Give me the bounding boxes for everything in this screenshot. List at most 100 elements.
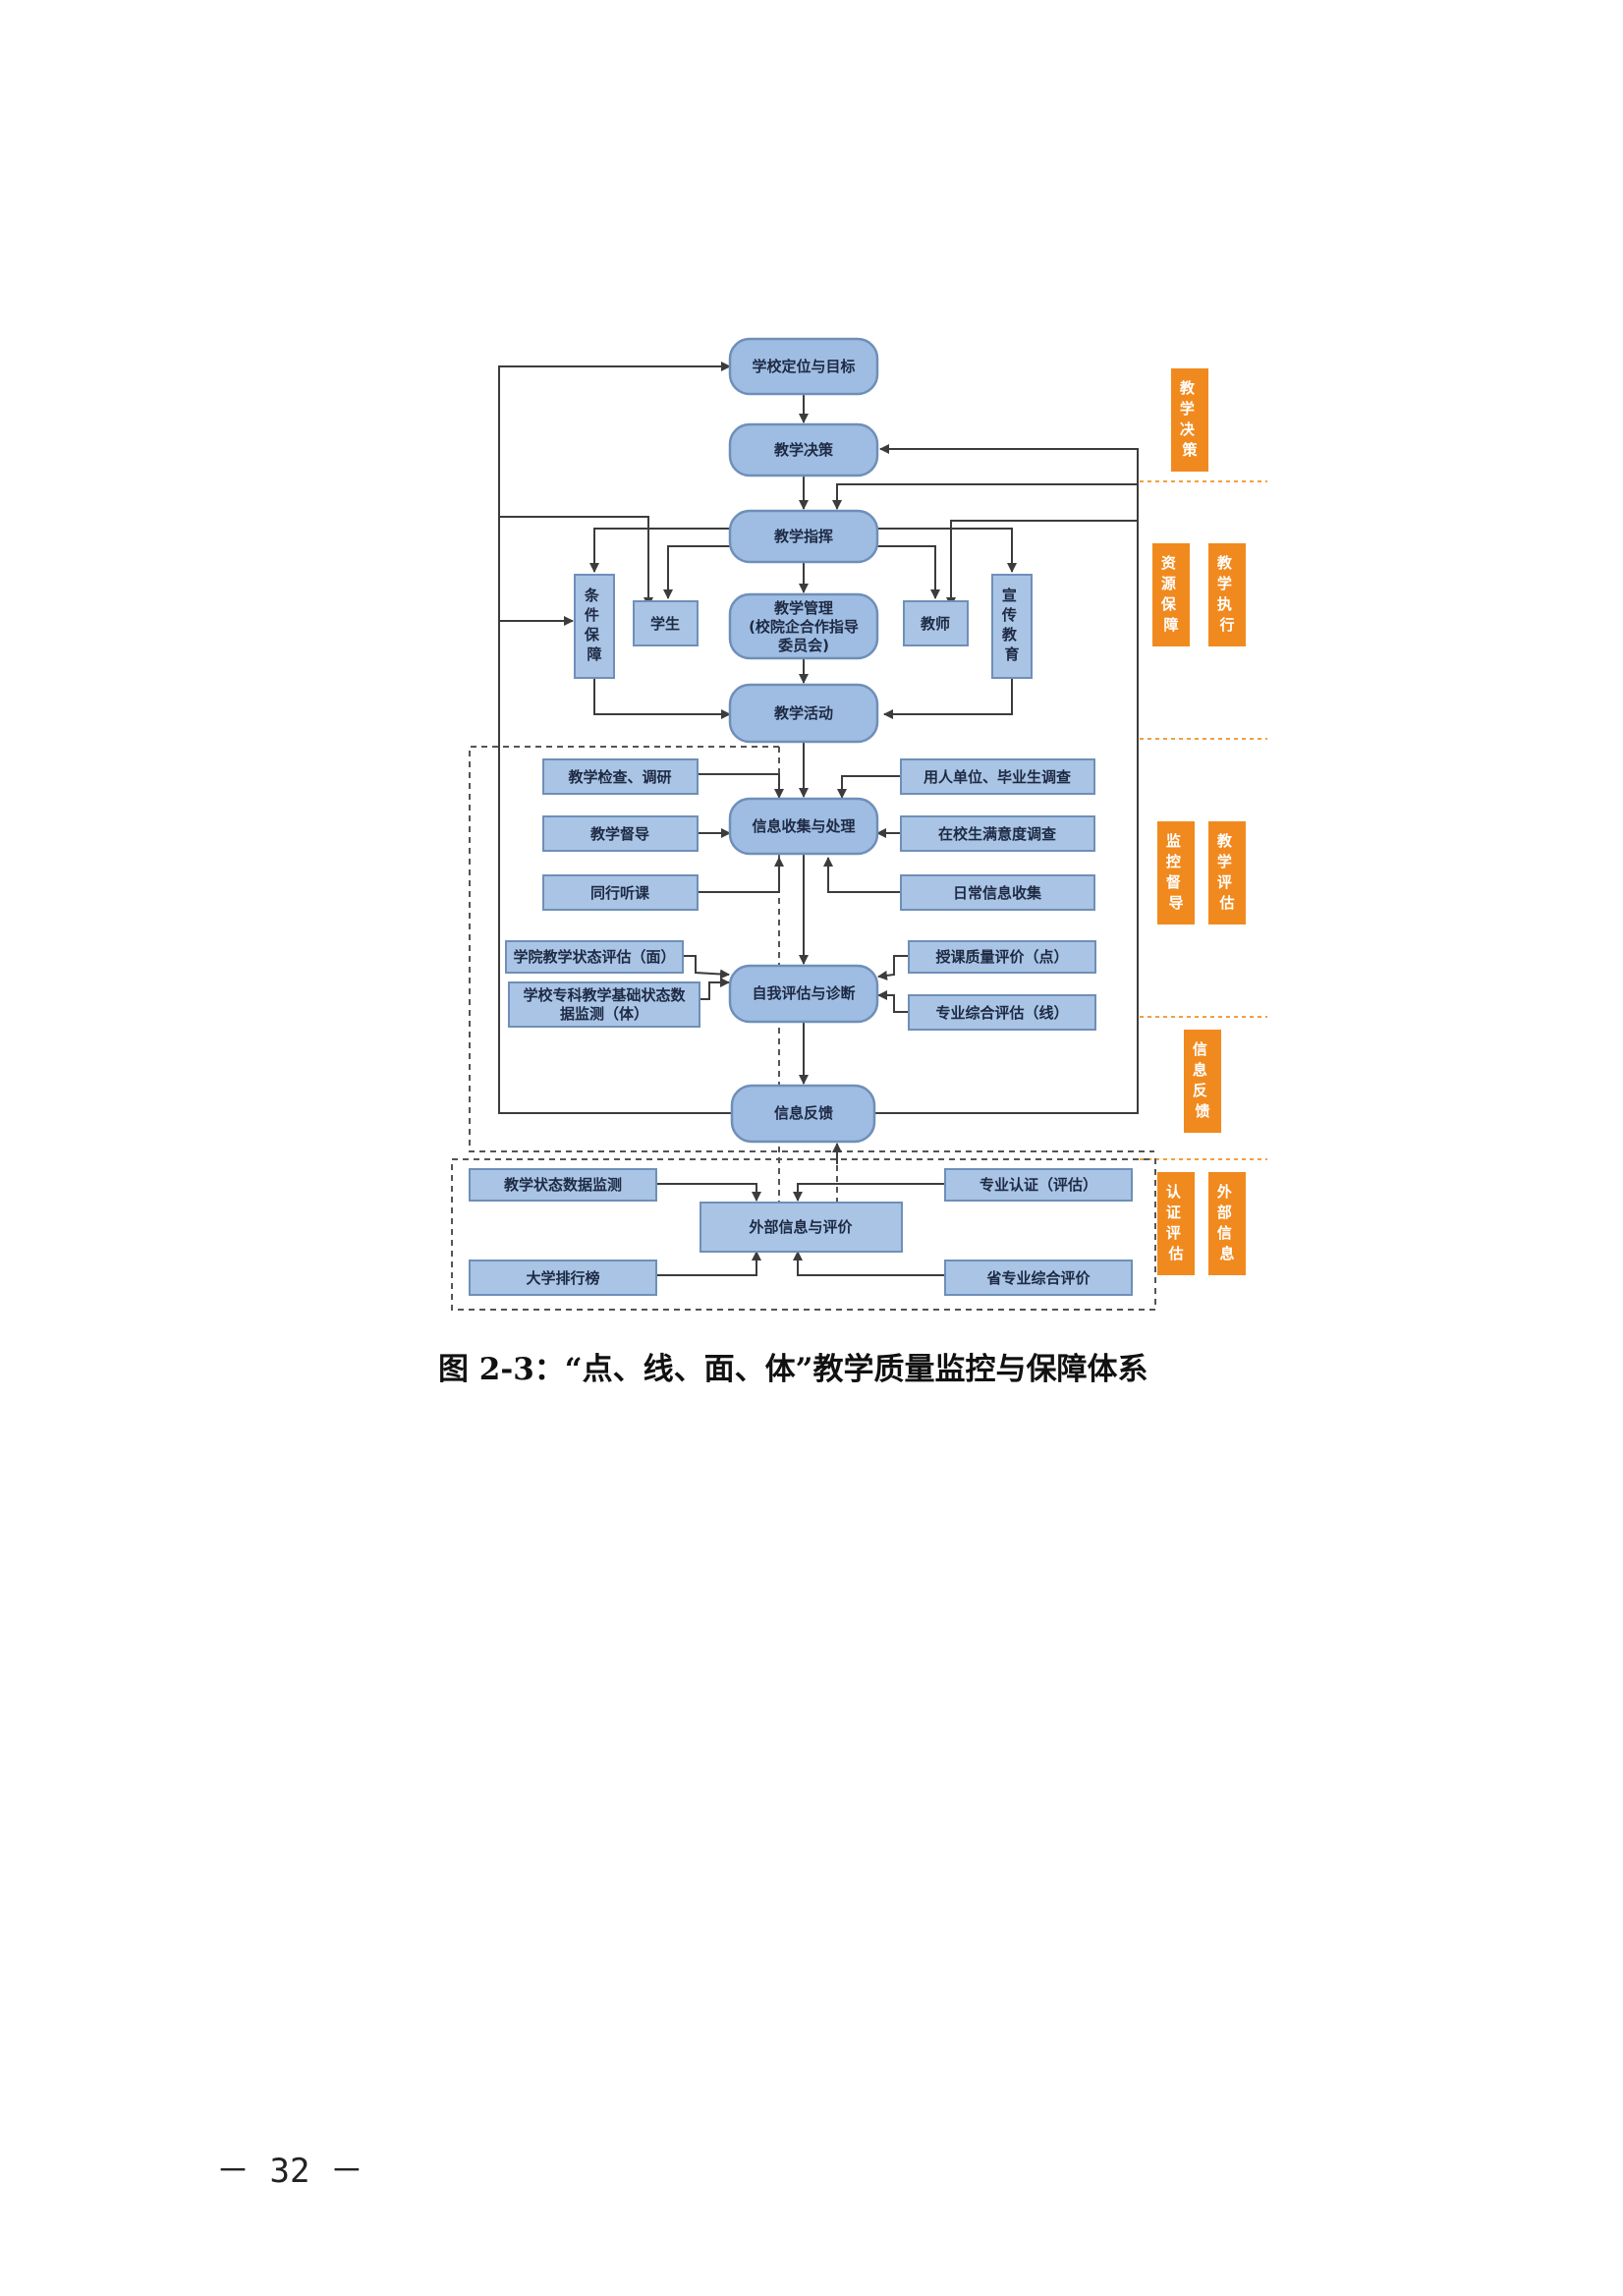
label-char: 件 xyxy=(585,606,599,624)
tag-label: 信 息 反 馈 xyxy=(1193,1040,1212,1120)
tag-teaching-evaluation: 教 学 评 估 xyxy=(1208,821,1246,924)
tag-char: 评 xyxy=(1166,1224,1181,1242)
node-label: 用人单位、毕业生调查 xyxy=(923,768,1072,786)
node-label-line-1: 学校专科教学基础状态数 xyxy=(523,986,686,1004)
node-peer-observation: 同行听课 xyxy=(542,874,699,911)
node-teaching-supervision: 教学督导 xyxy=(542,815,699,852)
node-label: 教师 xyxy=(920,615,950,633)
node-school-data-monitoring: 学校专科教学基础状态数 据监测（体） xyxy=(508,981,700,1028)
tag-char: 资 xyxy=(1161,554,1176,572)
tag-monitoring-supervision: 监 控 督 导 xyxy=(1157,821,1195,924)
node-label: 学生 xyxy=(650,615,680,633)
node-student-satisfaction: 在校生满意度调查 xyxy=(900,815,1095,852)
tag-label: 教 学 决 策 xyxy=(1179,379,1200,459)
tag-resource-guarantee: 资 源 保 障 xyxy=(1152,543,1190,646)
tag-char: 信 xyxy=(1193,1040,1207,1058)
node-label: 专业认证（评估） xyxy=(979,1176,1097,1194)
page-number: － 32 － xyxy=(216,2152,364,2191)
tag-char: 息 xyxy=(1193,1061,1207,1079)
node-school-positioning: 学校定位与目标 xyxy=(728,337,879,396)
node-publicity-education: 宣 传 教 育 xyxy=(991,574,1033,679)
node-label: 信息反馈 xyxy=(774,1104,833,1122)
tag-char: 信 xyxy=(1217,1224,1232,1242)
label-char: 宣 xyxy=(1002,587,1017,604)
tag-char: 策 xyxy=(1181,441,1198,459)
node-label-line-2: (校院企合作指导 xyxy=(749,618,859,636)
node-label: 省专业综合评价 xyxy=(985,1269,1091,1287)
tag-char: 执 xyxy=(1217,595,1232,613)
node-info-collection: 信息收集与处理 xyxy=(728,797,879,856)
tag-char: 障 xyxy=(1163,616,1178,634)
tag-char: 教 xyxy=(1216,554,1233,572)
tag-label: 资 源 保 障 xyxy=(1160,554,1181,634)
node-self-evaluation: 自我评估与诊断 xyxy=(728,964,879,1024)
tag-char: 部 xyxy=(1217,1204,1232,1221)
node-teaching-state-monitoring: 教学状态数据监测 xyxy=(469,1168,657,1202)
tag-label: 外 部 信 息 xyxy=(1216,1183,1237,1262)
tag-external-info: 外 部 信 息 xyxy=(1208,1172,1246,1275)
tag-char: 督 xyxy=(1166,873,1181,891)
node-label: 在校生满意度调查 xyxy=(938,825,1057,843)
tag-char: 评 xyxy=(1217,873,1232,891)
figure-caption: 图 2-3：“点、线、面、体”教学质量监控与保障体系 xyxy=(438,1352,1148,1387)
connector-lines xyxy=(498,362,1139,1276)
node-label-line-1: 教学管理 xyxy=(773,599,833,617)
node-condition-guarantee: 条 件 保 障 xyxy=(574,574,615,679)
node-major-certification: 专业认证（评估） xyxy=(944,1168,1133,1202)
node-teaching-direction: 教学指挥 xyxy=(728,509,879,564)
node-label: 教学决策 xyxy=(773,441,834,459)
node-college-evaluation: 学院教学状态评估（面） xyxy=(505,940,684,974)
node-label: 教学督导 xyxy=(589,825,649,843)
label-char: 传 xyxy=(1001,606,1017,624)
node-teaching-quality-eval: 授课质量评价（点） xyxy=(908,940,1096,974)
tag-char: 导 xyxy=(1168,894,1183,912)
node-label: 教学检查、调研 xyxy=(567,768,671,786)
node-teaching-management: 教学管理 (校院企合作指导 委员会) xyxy=(728,592,879,660)
node-label: 条 件 保 障 xyxy=(584,587,604,663)
node-label: 授课质量评价（点） xyxy=(935,948,1068,966)
tag-label: 教 学 执 行 xyxy=(1216,554,1237,634)
tag-char: 外 xyxy=(1216,1183,1232,1201)
tag-char: 学 xyxy=(1217,853,1232,870)
tag-info-feedback: 信 息 反 馈 xyxy=(1184,1030,1221,1133)
tag-char: 馈 xyxy=(1194,1102,1209,1120)
tag-char: 估 xyxy=(1167,1245,1183,1262)
node-label: 自我评估与诊断 xyxy=(752,984,855,1002)
tag-char: 监 xyxy=(1166,832,1181,850)
tag-char: 学 xyxy=(1180,400,1195,418)
node-label: 教学活动 xyxy=(773,704,833,722)
node-label: 教学状态数据监测 xyxy=(503,1176,622,1194)
tag-char: 教 xyxy=(1216,832,1233,850)
tag-char: 决 xyxy=(1180,420,1196,438)
tag-char: 行 xyxy=(1218,616,1234,634)
tag-char: 源 xyxy=(1161,575,1176,592)
node-teachers: 教师 xyxy=(903,600,969,646)
label-char: 教 xyxy=(1001,626,1018,644)
tag-char: 估 xyxy=(1218,894,1234,912)
node-label-line-3: 委员会) xyxy=(778,637,829,654)
node-label: 学院教学状态评估（面） xyxy=(513,948,675,966)
label-char: 保 xyxy=(584,626,600,644)
tag-char: 控 xyxy=(1166,853,1181,870)
node-daily-info: 日常信息收集 xyxy=(900,874,1095,911)
tag-label: 认 证 评 估 xyxy=(1166,1183,1186,1262)
tag-char: 息 xyxy=(1219,1245,1234,1262)
tag-label: 监 控 督 导 xyxy=(1166,832,1186,912)
tag-char: 认 xyxy=(1166,1183,1182,1201)
node-label: 日常信息收集 xyxy=(953,884,1042,902)
label-char: 障 xyxy=(587,645,601,663)
node-label: 教学指挥 xyxy=(773,528,833,545)
tag-teaching-decision: 教 学 决 策 xyxy=(1171,368,1208,472)
node-provincial-evaluation: 省专业综合评价 xyxy=(944,1260,1133,1296)
node-employer-survey: 用人单位、毕业生调查 xyxy=(900,758,1095,795)
node-label: 大学排行榜 xyxy=(526,1269,599,1287)
node-teaching-decision: 教学决策 xyxy=(728,422,879,477)
node-label: 外部信息与评价 xyxy=(748,1218,853,1236)
node-university-ranking: 大学排行榜 xyxy=(469,1260,657,1296)
label-char: 育 xyxy=(1004,645,1019,663)
node-label-line-2: 据监测（体） xyxy=(560,1005,648,1023)
tag-char: 教 xyxy=(1179,379,1196,397)
tag-char: 反 xyxy=(1193,1082,1207,1099)
node-label: 信息收集与处理 xyxy=(752,817,855,835)
